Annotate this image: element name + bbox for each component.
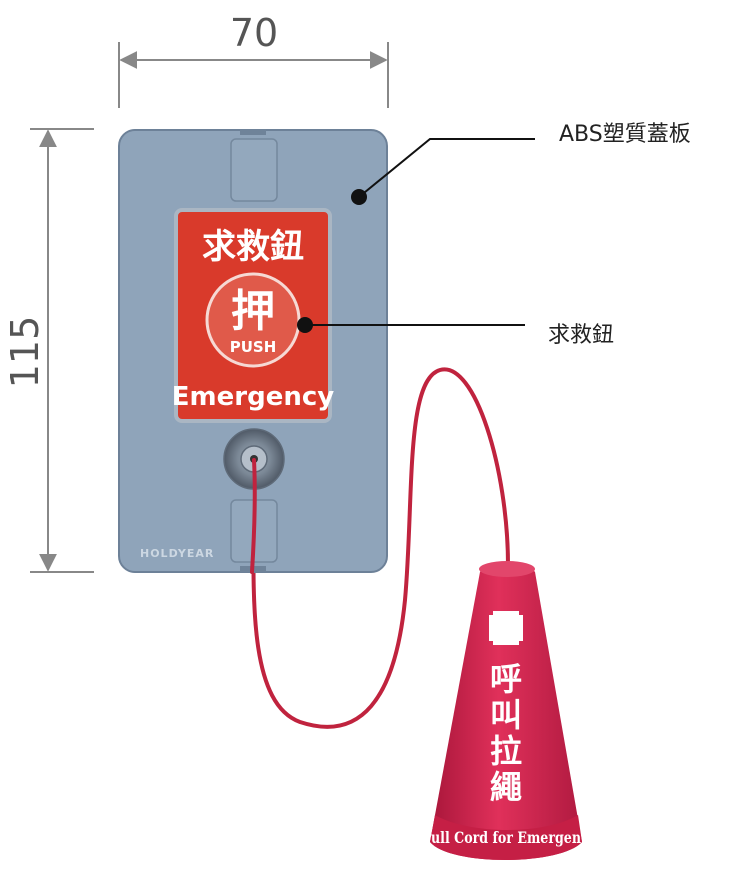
pull-cord-front: [250, 458, 257, 574]
width-dimension: 70: [118, 11, 389, 108]
push-char: 押: [231, 286, 275, 337]
width-label: 70: [230, 11, 278, 55]
cone-band-text: ull Cord for Emergen: [431, 828, 581, 847]
emergency-button[interactable]: 求救鈕 押 PUSH Emergency: [172, 208, 334, 423]
push-label: PUSH: [230, 338, 277, 356]
callout-label-plate: ABS塑質蓋板: [559, 122, 691, 147]
callout-label-button: 求救鈕: [548, 323, 614, 348]
callout-button: 求救鈕: [297, 317, 614, 348]
cone-char-2: 叫: [490, 696, 522, 734]
pull-cone[interactable]: ull Cord for Emergen 呼 叫 拉 繩: [430, 561, 582, 860]
pull-cord[interactable]: [251, 367, 510, 729]
plate-notch-top: [240, 129, 266, 135]
button-title: 求救鈕: [202, 227, 304, 267]
height-dimension: 115: [3, 128, 94, 573]
cone-body[interactable]: [430, 563, 582, 860]
cone-char-4: 繩: [490, 768, 522, 806]
callout-line-plate: [358, 138, 535, 198]
cone-top: [479, 561, 535, 577]
cross-icon: [489, 615, 523, 641]
brand-label: HOLDYEAR: [140, 547, 214, 560]
callout-cover-plate: ABS塑質蓋板: [351, 122, 691, 205]
emergency-label: Emergency: [172, 382, 334, 412]
height-label: 115: [3, 316, 47, 389]
plate-clip-top: [230, 138, 278, 202]
cone-band: [430, 815, 582, 860]
cone-char-1: 呼: [490, 660, 522, 698]
cone-char-3: 拉: [490, 732, 522, 770]
